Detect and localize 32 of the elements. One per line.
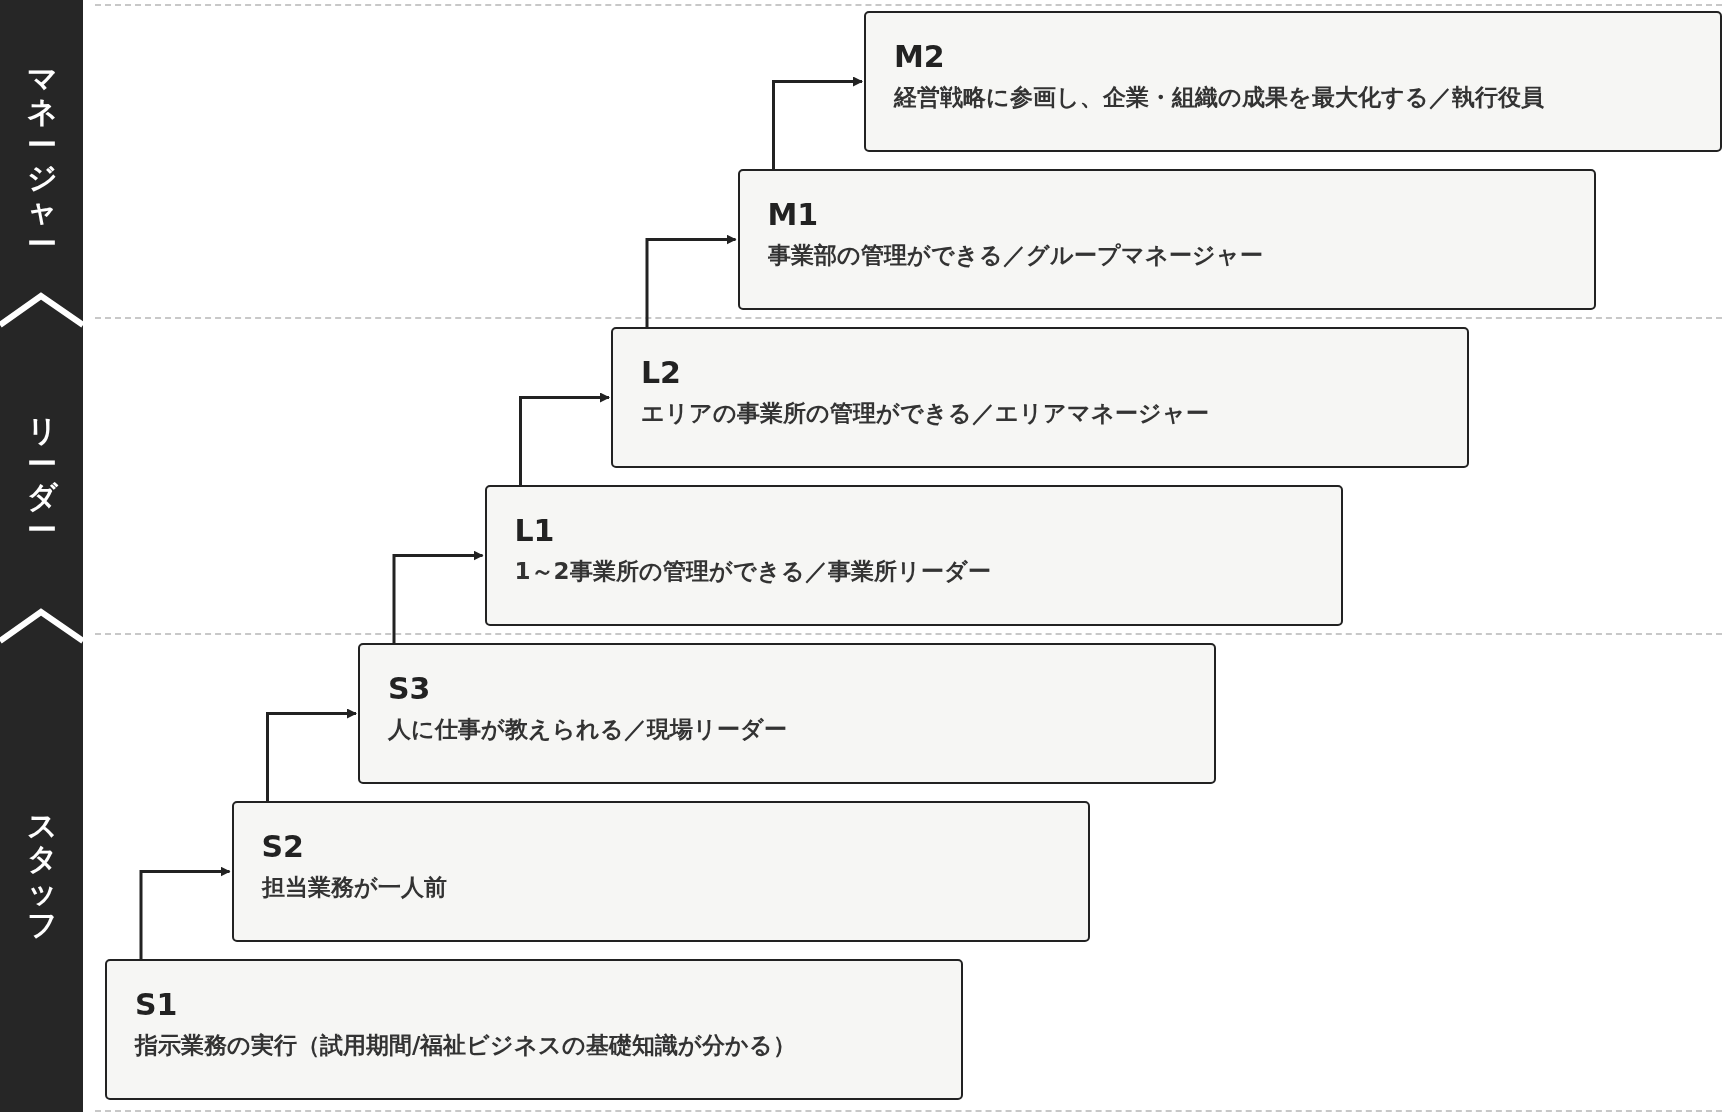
level-description: 担当業務が一人前 [261,873,447,902]
step-arrow [266,708,357,801]
level-description: 指示業務の実行（試用期間/福祉ビジネスの基礎知識が分かる） [135,1031,797,1060]
level-box [358,643,1216,784]
level-band [0,0,83,322]
level-code: S2 [261,829,304,865]
level-description: 経営戦略に参画し、企業・組織の成果を最大化する／執行役員 [894,83,1544,112]
step-arrow [392,550,484,643]
level-code: S3 [388,671,431,707]
band-label: リーダー [26,414,57,546]
level-description: 事業部の管理ができる／グループマネージャー [767,241,1263,270]
level-box [737,169,1596,310]
level-box [105,959,963,1100]
level-description: 1～2事業所の管理ができる／事業所リーダー [514,557,991,586]
level-description: 人に仕事が教えられる／現場リーダー [388,715,787,744]
step-arrow [139,866,231,959]
step-arrow [772,76,863,169]
band-label: スタッフ [26,809,57,941]
band-label: マネージャー [26,62,57,260]
level-code: M1 [767,197,819,233]
level-box [484,485,1343,626]
level-box [611,327,1469,468]
level-band [0,638,83,1112]
level-box [864,11,1722,152]
level-code: L2 [641,355,681,391]
level-code: S1 [135,987,178,1023]
level-box [231,801,1090,942]
level-code: M2 [894,39,945,75]
step-arrow [519,392,610,485]
level-code: L1 [514,513,555,549]
step-arrow [645,234,737,327]
level-description: エリアの事業所の管理ができる／エリアマネージャー [641,399,1209,428]
